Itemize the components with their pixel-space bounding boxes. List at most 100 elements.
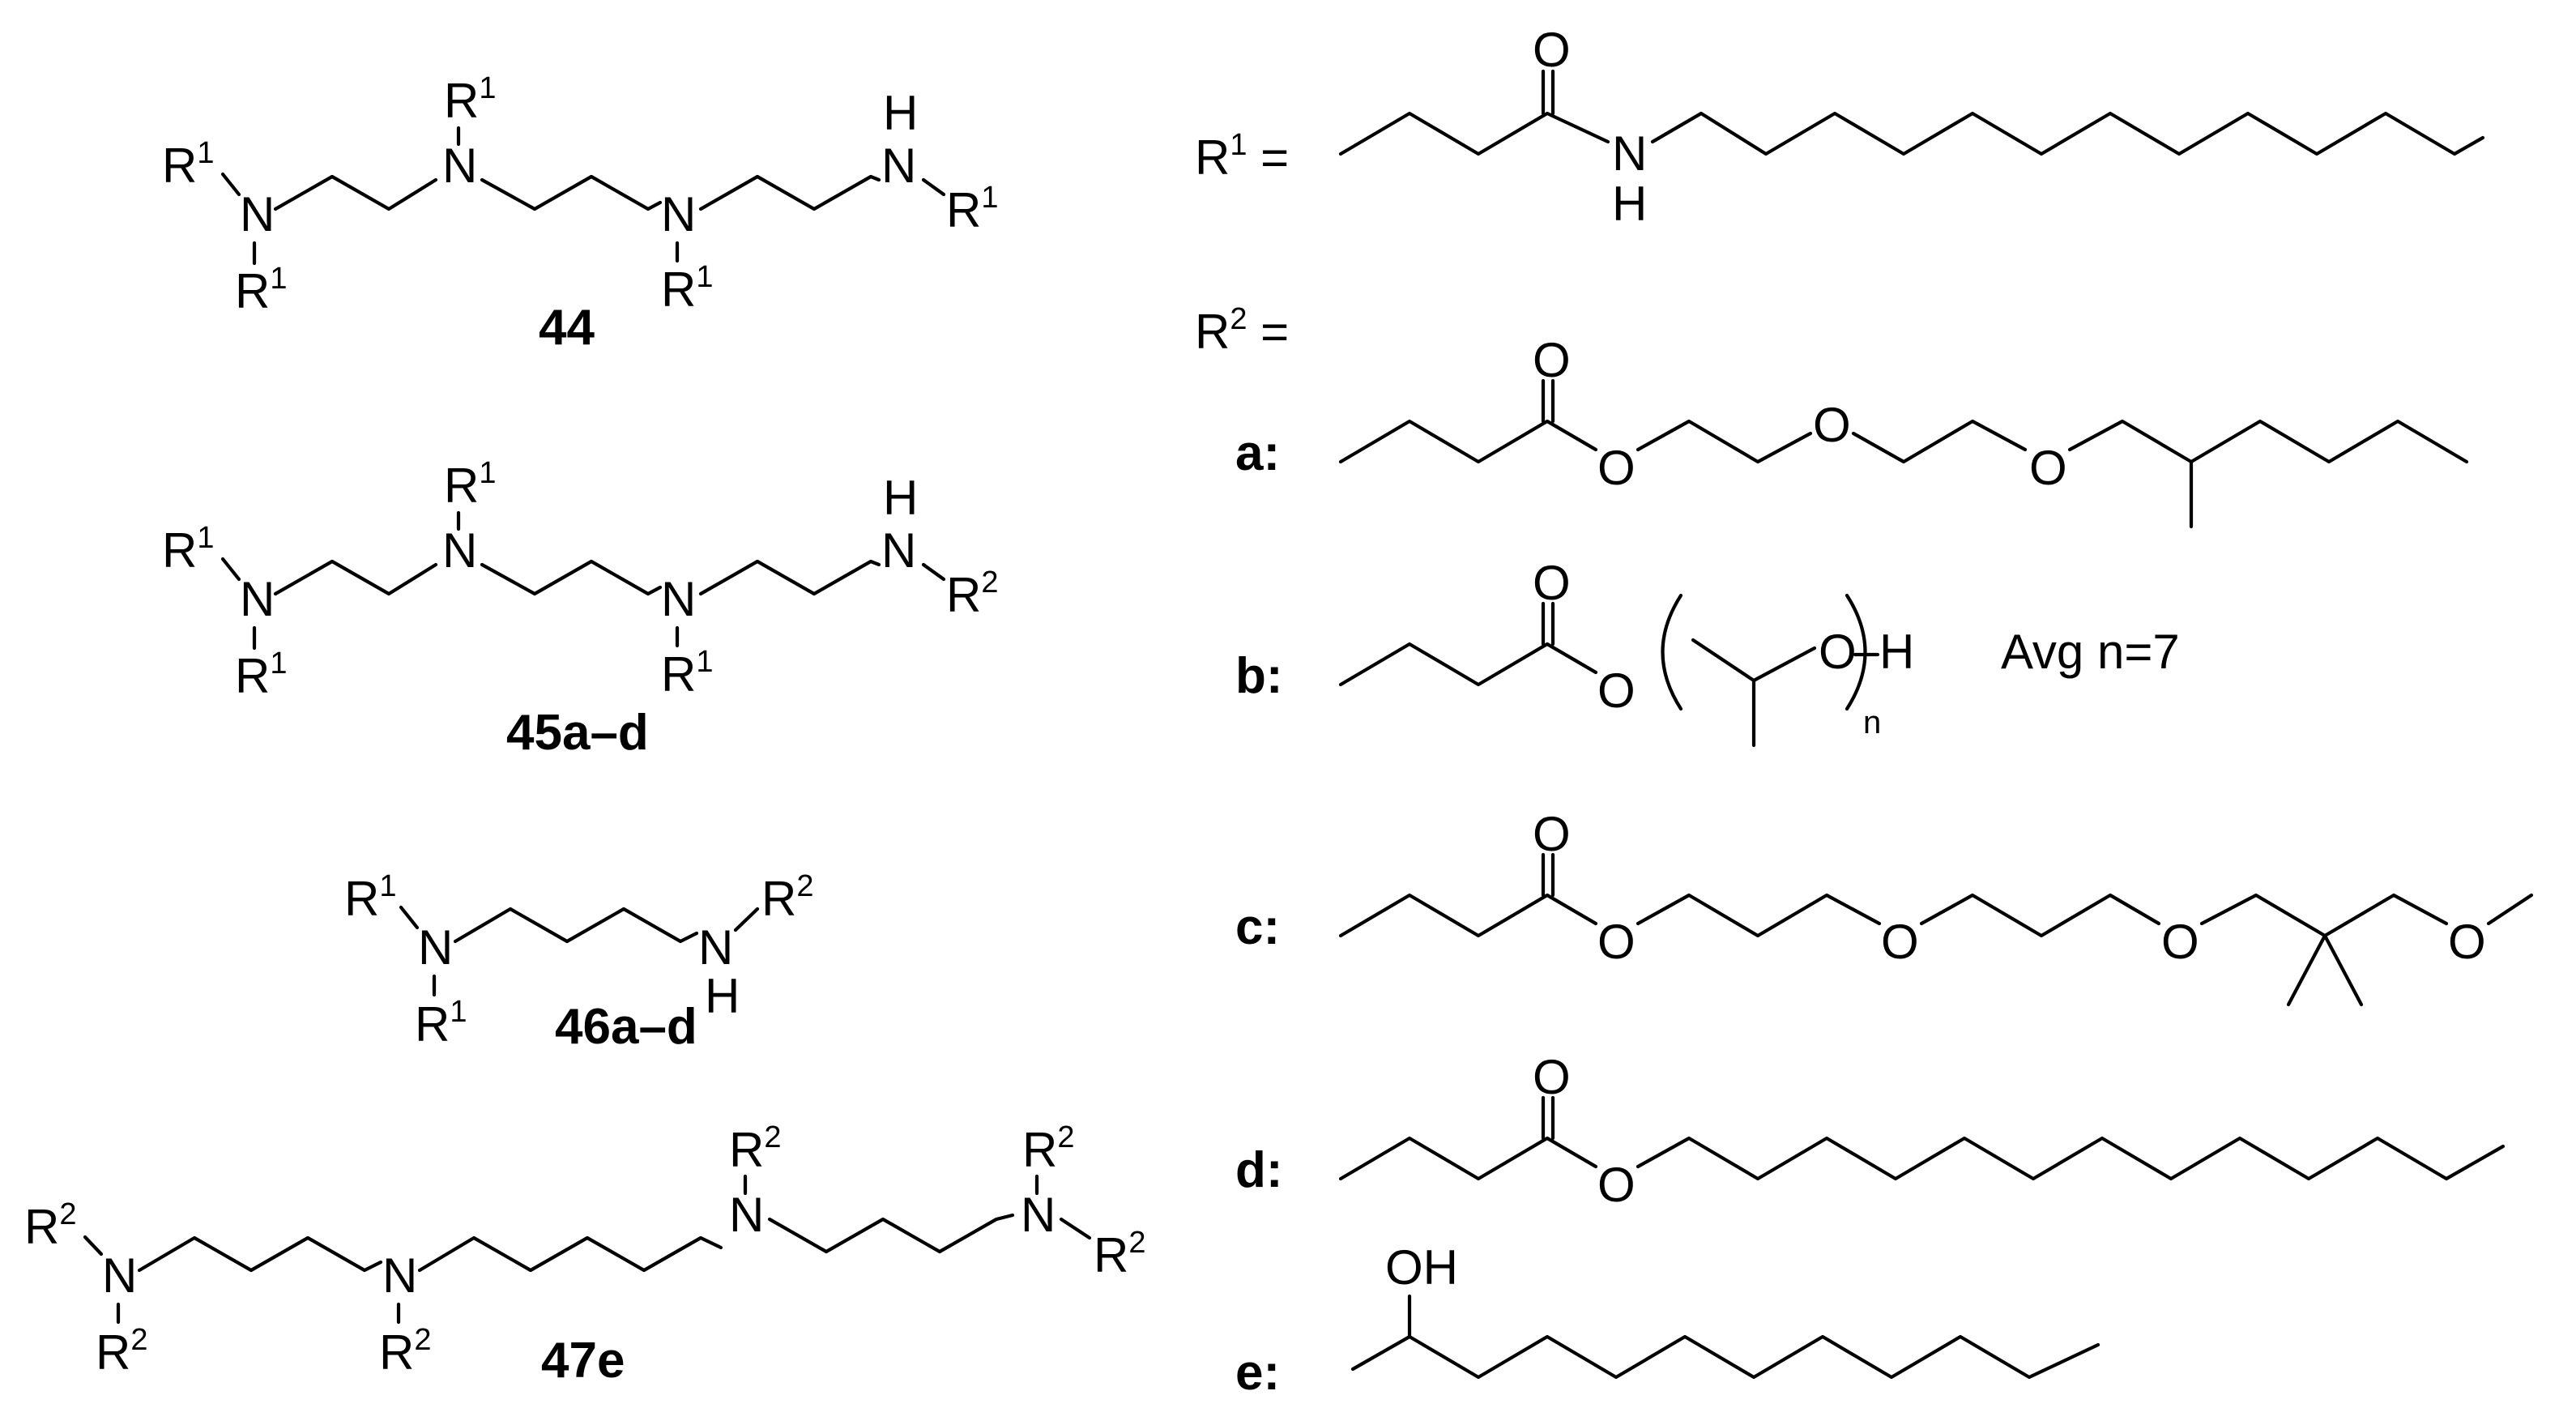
nitrogen-atom: N (698, 920, 733, 975)
r1-definition: R1 = O N H (1195, 23, 2485, 231)
compound-44-structure: R1 N R1 N R1 N R1 N H R1 44 (162, 71, 998, 356)
nitrogen-atom: N (240, 187, 275, 241)
compound-label-46a-d: 46a–d (555, 999, 697, 1055)
ether-chain (1851, 419, 2028, 464)
option-label-e: e: (1235, 1345, 1280, 1401)
open-bracket (1661, 593, 1683, 711)
nitrogen-atom: N (442, 523, 477, 578)
r1-substituent: R1 (661, 260, 713, 317)
r1-substituent: R1 (162, 136, 214, 193)
oxygen-atom: O (2448, 915, 2486, 969)
oxygen-atom: O (2161, 915, 2199, 969)
nitrogen-atom: N (382, 1248, 417, 1303)
hydrogen-atom: H (1612, 177, 1647, 231)
r2-substituent: R2 (379, 1323, 431, 1380)
ethylene-linker (698, 559, 881, 596)
propylene-oxide-unit (1691, 638, 1817, 683)
r2-substituent: R2 (761, 869, 813, 926)
ethylene-linker (273, 174, 438, 211)
r1-substituent: R1 (415, 995, 467, 1052)
option-label-d: d: (1235, 1142, 1283, 1198)
compound-label-45a-d: 45a–d (506, 705, 649, 761)
r2-option-c: c: O O O O O (1235, 807, 2534, 1007)
compound-47e-structure: R2 N R2 N R2 N R2 N R2 R2 47e (24, 1120, 1145, 1389)
r2-substituent: R2 (1022, 1120, 1074, 1177)
oxygen-atom: O (1533, 1050, 1571, 1104)
hydrogen-atom: H (883, 86, 918, 140)
oxygen-atom: O (1533, 556, 1571, 610)
ether-chain (1919, 893, 2161, 938)
r1-substituent: R1 (661, 645, 713, 702)
propylene-linker (453, 907, 699, 944)
r2-substituent: R2 (96, 1323, 147, 1380)
compound-label-44: 44 (539, 300, 595, 356)
r1-substituent: R1 (444, 71, 496, 128)
oxygen-atom: O (2029, 441, 2067, 495)
r1-substituent: R1 (946, 181, 998, 237)
oxygen-atom: O (1597, 1158, 1636, 1212)
propylene-linker (137, 1235, 383, 1273)
nitrogen-atom: N (661, 187, 696, 241)
hydrogen-atom: H (883, 471, 918, 525)
ether-chain (1636, 419, 1813, 464)
r2-substituent: R2 (946, 565, 998, 622)
ethylene-linker (273, 559, 438, 596)
bond (399, 905, 420, 930)
ester-chain (1338, 642, 1598, 687)
compound-45-structure: R1 N R1 N R1 N R1 N H R2 45a–d (162, 456, 998, 761)
dodecyl-chain (1636, 1136, 2506, 1181)
gem-methyl (2286, 933, 2327, 1007)
nitrogen-atom: N (1021, 1188, 1056, 1242)
r2-label: R2 = (1195, 302, 1289, 359)
oxygen-atom: O (1533, 807, 1571, 861)
dodecyl-chain (1650, 111, 2485, 156)
nitrogen-atom: N (881, 139, 916, 193)
r1-label: R1 = (1195, 128, 1289, 185)
ethylene-linker (480, 174, 663, 211)
bond (220, 172, 241, 197)
butylene-linker (417, 1235, 723, 1273)
r2-option-b: b: O O O H n Avg n=7 (1235, 556, 2180, 748)
compound-label-47e: 47e (541, 1333, 625, 1389)
oxygen-atom: O (1597, 915, 1636, 969)
nitrogen-atom: N (418, 920, 453, 975)
oxygen-atom: O (1881, 915, 1919, 969)
hydrogen-atom: H (1879, 625, 1914, 679)
option-label-b: b: (1235, 648, 1283, 704)
hydrogen-atom: H (705, 969, 740, 1023)
nitrogen-atom: N (240, 572, 275, 626)
oxygen-atom: O (1533, 23, 1571, 77)
r2-option-a: a: O O O O (1235, 333, 2469, 529)
ether-chain (1636, 893, 1882, 938)
bond (1059, 1217, 1092, 1240)
r1-substituent: R1 (235, 262, 287, 318)
r1-substituent: R1 (444, 456, 496, 513)
nitrogen-atom: N (442, 139, 477, 193)
amide-chain (1338, 111, 1610, 156)
decyl-chain (1350, 1334, 2100, 1380)
oxygen-atom: O (1819, 625, 1857, 679)
oxygen-atom: O (1813, 398, 1851, 452)
bond (921, 177, 946, 197)
r2-substituent: R2 (729, 1120, 781, 1177)
nitrogen-atom: N (102, 1248, 137, 1303)
r2-substituent: R2 (1094, 1226, 1145, 1282)
oxygen-atom: O (1597, 441, 1636, 495)
nitrogen-atom: N (1612, 126, 1647, 181)
r2-option-e: e: OH (1235, 1240, 2100, 1401)
ester-chain (1338, 419, 1598, 464)
r1-substituent: R1 (344, 869, 396, 926)
ester-chain (1338, 1136, 1598, 1181)
option-label-c: c: (1235, 899, 1280, 955)
avg-n-note: Avg n=7 (2001, 625, 2180, 679)
compound-46-structure: R1 N R1 N H R2 46a–d (344, 869, 813, 1055)
bond (83, 1235, 104, 1257)
methoxy-bond (2486, 893, 2534, 926)
option-label-a: a: (1235, 425, 1280, 481)
ester-chain (1338, 893, 1598, 938)
repeat-subscript: n (1863, 705, 1881, 740)
hydroxyl-group: OH (1385, 1240, 1458, 1295)
ethylhexyl-chain (2067, 419, 2469, 464)
propylene-linker (767, 1213, 1015, 1254)
